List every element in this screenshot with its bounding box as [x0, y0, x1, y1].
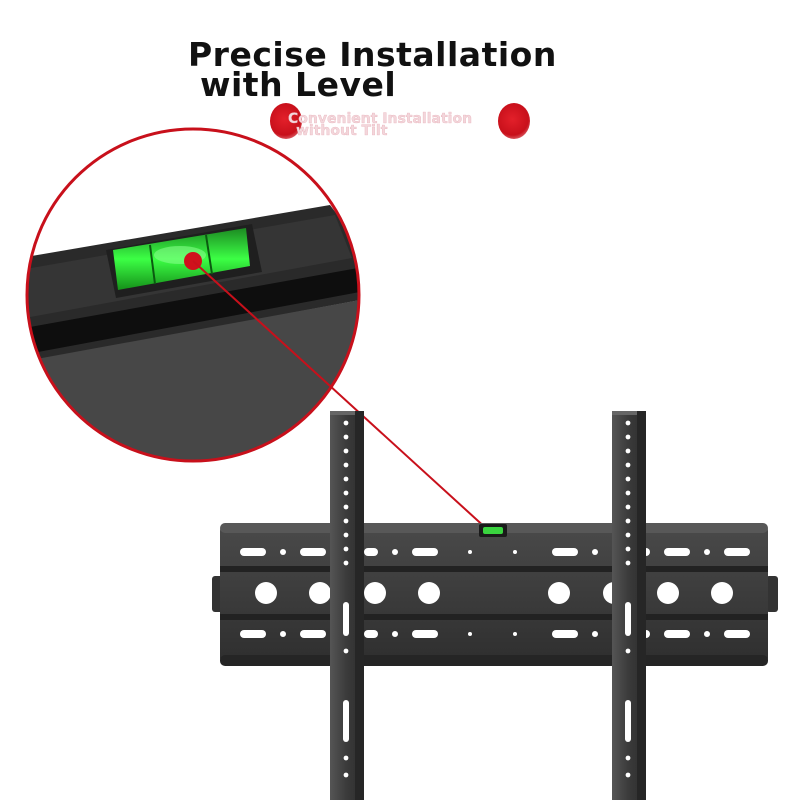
headline-line-2: with Level	[200, 65, 397, 104]
left-mounting-arm	[330, 411, 364, 800]
pointer-line	[192, 260, 489, 531]
headline-line-1: Precise Installation	[188, 35, 557, 74]
red-dot-right	[498, 103, 530, 139]
wall-mount-bracket	[212, 411, 778, 800]
right-mounting-arm	[612, 411, 646, 800]
subtitle-line-2: without Tilt	[296, 123, 388, 139]
subtitle-line-1: Convenient Installation	[288, 111, 473, 127]
zoom-magnifier	[25, 127, 361, 463]
subtitle-badge: Convenient Installation without Tilt	[270, 103, 532, 141]
headline: Precise Installation with Level	[188, 38, 557, 104]
red-dot-left	[270, 103, 302, 139]
subtitle: Convenient Installation without Tilt	[288, 111, 473, 139]
